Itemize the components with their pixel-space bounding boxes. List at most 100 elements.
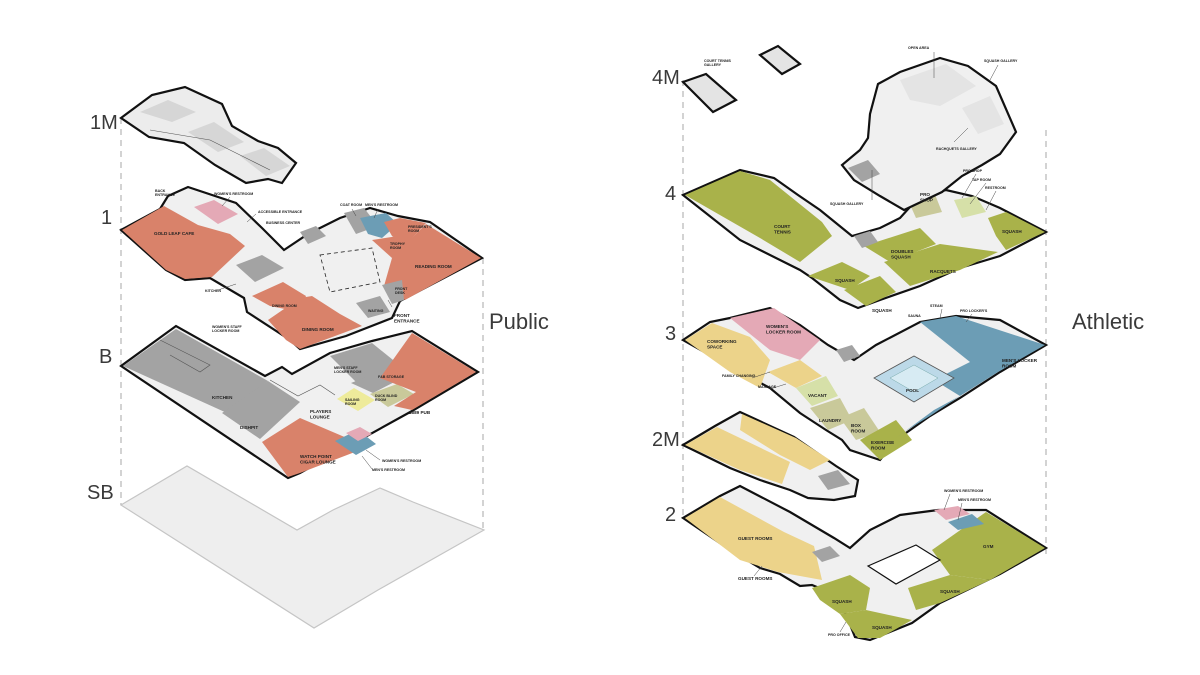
stair-core	[818, 470, 850, 490]
presidents-room	[384, 218, 426, 245]
womens-locker-room	[730, 308, 820, 360]
room-label: ACCESSIBLE ENTRANCE	[258, 210, 303, 214]
room-label: MEN'S RESTROOM	[958, 498, 991, 502]
room-label: F&B STORAGE	[378, 375, 405, 379]
level-label-3: 3	[665, 323, 676, 345]
floor-2	[680, 484, 1049, 642]
womens-restroom-1	[194, 200, 238, 224]
dishpit-room	[222, 381, 300, 439]
racquets-room	[884, 244, 998, 286]
room-label: SQUASH	[940, 589, 960, 594]
box-room	[840, 408, 880, 440]
level-label-1: 1	[101, 207, 112, 229]
floor-sb-slab	[119, 465, 486, 629]
room-label: RACHQUETS GALLERY	[936, 147, 977, 151]
wall-lines	[159, 339, 211, 373]
level-label-2: 2	[665, 504, 676, 526]
floor-1m-room	[240, 148, 290, 176]
room-label: WOMEN'S RESTROOM	[214, 192, 253, 196]
mens-restroom-2	[948, 514, 984, 530]
level-label-1m: 1M	[90, 112, 118, 134]
coworking-room	[685, 323, 770, 388]
kitchen-1-room	[236, 255, 284, 282]
floor-b	[119, 324, 481, 480]
room-label: STEAM	[930, 304, 943, 308]
leader-line	[365, 449, 381, 461]
stair-core	[854, 231, 878, 248]
squash-4a-room	[808, 262, 870, 290]
restroom-b-pink	[346, 427, 372, 441]
floor-1m	[119, 85, 298, 185]
room-label: MASSAGE	[758, 385, 777, 389]
room-label: KITCHEN	[212, 395, 233, 400]
floor-2m-room	[740, 414, 830, 470]
room-label: LAUNDRY	[819, 418, 841, 423]
mens-staff-locker-room	[330, 343, 398, 382]
room-label: PRO SHOP	[963, 169, 983, 173]
sailing-room	[337, 388, 375, 411]
room-label: FAMILY CHANGING	[722, 374, 756, 378]
tap-room	[954, 196, 986, 218]
open-area	[900, 64, 976, 106]
room-label: MEN'S RESTROOM	[365, 203, 398, 207]
floor-4	[680, 168, 1049, 310]
level-label-b: B	[99, 346, 112, 368]
court-tennis-gallery-block	[680, 72, 738, 114]
level-label-sb: SB	[87, 482, 114, 504]
leader-line	[953, 127, 969, 143]
room-label: GUEST ROOMS	[738, 536, 772, 541]
watch-point-room	[262, 418, 368, 477]
leader-line	[985, 190, 997, 211]
squash-2c-room	[908, 575, 990, 610]
room-label: COAT ROOM	[340, 203, 362, 207]
room-label: SQUASH GALLERY	[984, 59, 1018, 63]
room-label: WAITING	[368, 309, 384, 313]
doubles-squash-room	[864, 228, 936, 262]
level-label-4m: 4M	[652, 67, 680, 89]
section-label-public: Public	[489, 309, 549, 334]
leader-line	[351, 208, 357, 217]
waiting-room	[356, 296, 390, 318]
level-label-2m: 2M	[652, 429, 680, 451]
leader-line	[965, 313, 973, 323]
wall-lines	[269, 379, 336, 397]
room-label: TAP ROOM	[972, 178, 991, 182]
laundry-room	[810, 398, 852, 430]
room-label: DINING ROOM	[302, 327, 334, 332]
floor-1	[119, 185, 485, 351]
duck-blind-room	[370, 384, 414, 407]
floor-1m-room	[140, 100, 196, 122]
floor-2m-room	[685, 427, 790, 484]
squash-gallery-area	[962, 96, 1004, 134]
level-label-4: 4	[665, 183, 676, 205]
gold-leaf-cafe-room	[122, 206, 245, 279]
gym-room	[932, 512, 1045, 580]
room-label: SQUASH GALLERY	[830, 202, 864, 206]
floor-sb	[119, 465, 486, 629]
atrium-void	[319, 247, 381, 293]
leader-line	[751, 371, 771, 379]
room-label: GOLD LEAF CAFE	[154, 231, 194, 236]
room-label: SQUASH	[832, 599, 852, 604]
guest-rooms-room	[685, 497, 822, 580]
court-tennis-room	[685, 171, 832, 262]
reading-room	[384, 224, 481, 300]
floor-4m	[680, 44, 1018, 212]
vacant-room	[796, 376, 838, 406]
court-tennis-gallery-block	[758, 44, 802, 76]
room-label: 1889 PUB	[409, 410, 431, 415]
